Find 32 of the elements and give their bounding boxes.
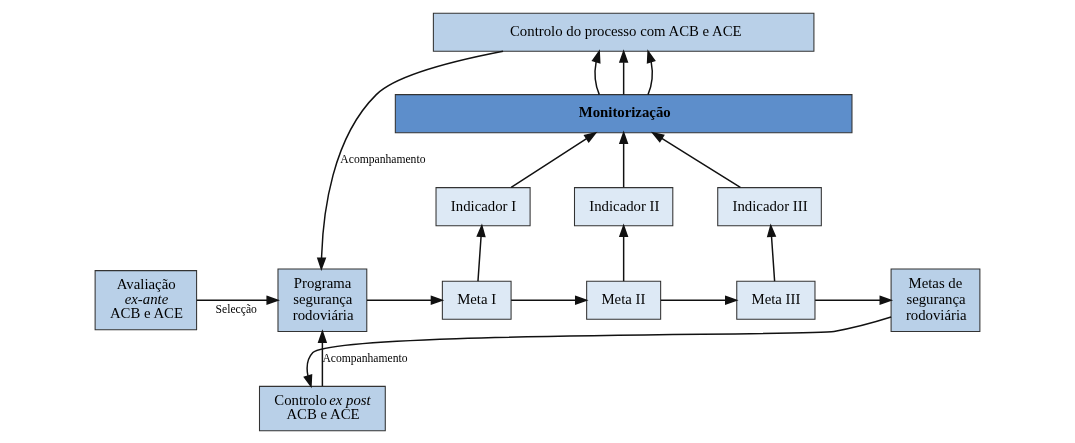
- edge-label: Acompanhamento: [322, 351, 408, 365]
- node-box: Indicador II: [573, 186, 674, 226]
- node-box: Meta I: [441, 280, 512, 320]
- arrow: [476, 223, 486, 282]
- node-box: Indicador III: [717, 186, 822, 226]
- edge-label: Acompanhamento: [340, 152, 426, 166]
- arrow: [814, 294, 894, 305]
- node-box: Metas de segurança rodoviária: [890, 268, 981, 332]
- arrow: [366, 294, 445, 305]
- arrow: [510, 294, 589, 305]
- arrow: [660, 294, 739, 305]
- arrow: [618, 48, 629, 95]
- node-box: Controlo ex post ACB e ACE: [258, 385, 386, 431]
- arrow: [303, 315, 892, 388]
- node-box: Monitorização: [394, 93, 853, 133]
- arrow: [618, 223, 629, 282]
- node-box: Meta II: [586, 280, 662, 320]
- edge-label: Selecção: [215, 302, 257, 316]
- arrow: [591, 48, 601, 95]
- node-box: Indicador I: [435, 186, 531, 226]
- arrow: [618, 130, 629, 188]
- arrow: [766, 223, 777, 282]
- arrow: [316, 50, 504, 271]
- arrow: [510, 131, 598, 188]
- arrow: [646, 48, 656, 95]
- node-box: Avaliação ex-ante ACB e ACE: [94, 269, 198, 330]
- arrow: [650, 131, 742, 188]
- arrow: [196, 294, 280, 305]
- node-box: Controlo do processo com ACB e ACE: [432, 12, 815, 52]
- arrow: [317, 328, 328, 387]
- node-box: Meta III: [736, 280, 816, 320]
- node-box: Programa segurança rodoviária: [277, 268, 368, 332]
